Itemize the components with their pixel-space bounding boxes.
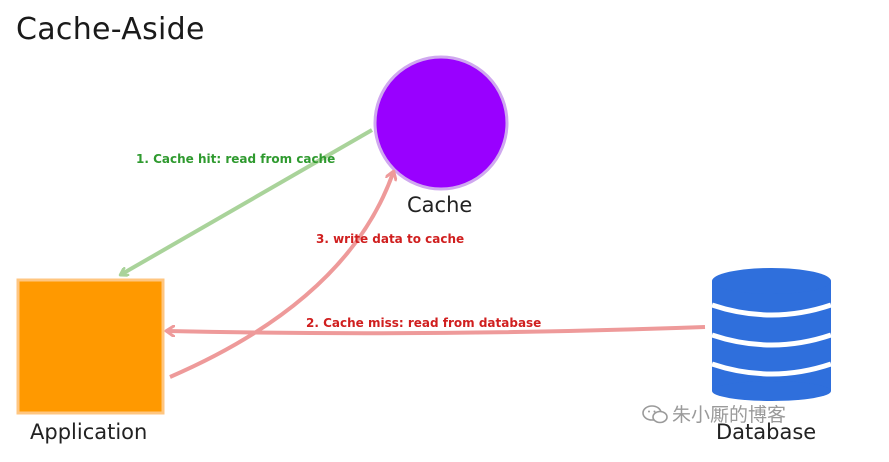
application-node (16, 278, 165, 415)
database-icon (711, 268, 832, 401)
watermark: 朱小厮的博客 (642, 400, 786, 427)
cache-miss-arrow (168, 327, 706, 333)
cache-hit-label: 1. Cache hit: read from cache (136, 152, 336, 166)
database-label: Database (716, 420, 817, 444)
cache-miss-label: 2. Cache miss: read from database (306, 316, 542, 330)
application-label: Application (30, 420, 148, 444)
cache-hit-arrow (122, 128, 373, 274)
diagram-title: Cache-Aside (16, 12, 205, 47)
watermark-text: 朱小厮的博客 (672, 404, 787, 426)
write-cache-label: 3. write data to cache (316, 232, 465, 246)
wechat-icon (642, 404, 668, 423)
cache-label: Cache (407, 193, 473, 217)
write-cache-arrow (169, 173, 393, 379)
cache-node (373, 55, 509, 191)
